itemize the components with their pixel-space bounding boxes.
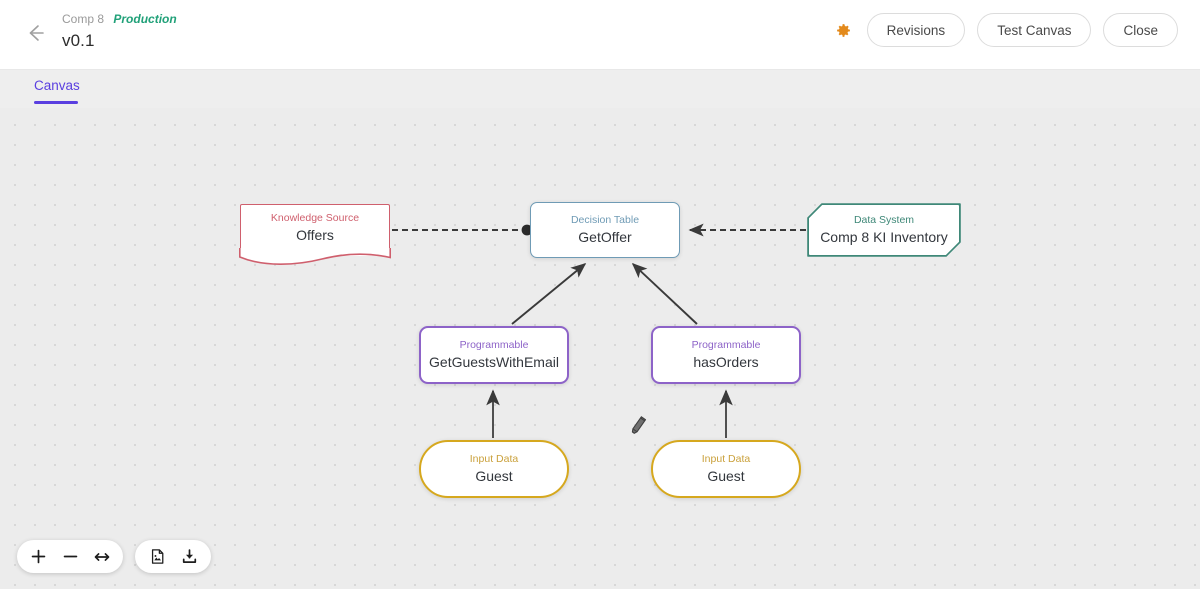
node-input-data-guest-b[interactable]: Input Data Guest	[651, 440, 801, 498]
page-title: v0.1	[62, 31, 95, 50]
node-input-data-guest-a[interactable]: Input Data Guest	[419, 440, 569, 498]
edge-endpoint-dot	[521, 224, 533, 236]
edge-programmable-a-to-decision	[511, 263, 587, 325]
node-name-label: Comp 8 KI Inventory	[820, 228, 948, 245]
node-programmable-getguestswithemail[interactable]: Programmable GetGuestsWithEmail	[419, 326, 569, 384]
app-header: Comp 8 Production v0.1 Revisions Test Ca…	[0, 0, 1200, 70]
header-actions: Revisions Test Canvas Close	[833, 13, 1178, 47]
node-data-system[interactable]: Data System Comp 8 KI Inventory	[808, 204, 960, 256]
breadcrumb-app: Comp 8	[62, 12, 105, 26]
node-decision-table[interactable]: Decision Table GetOffer	[530, 202, 680, 258]
tab-canvas[interactable]: Canvas	[34, 78, 80, 93]
node-kind-label: Knowledge Source	[270, 212, 360, 224]
flow-canvas[interactable]: Knowledge Source Offers Decision Table G…	[0, 108, 1200, 589]
node-name-label: GetOffer	[578, 228, 632, 245]
tab-strip: Canvas	[0, 70, 1200, 108]
node-name-label: Guest	[475, 467, 513, 484]
edge-programmable-b-to-decision	[631, 262, 698, 325]
breadcrumb: Comp 8 Production	[62, 11, 177, 27]
node-programmable-hasorders[interactable]: Programmable hasOrders	[651, 326, 801, 384]
node-kind-label: Programmable	[459, 338, 529, 351]
close-button[interactable]: Close	[1103, 13, 1178, 47]
node-name-label: Offers	[296, 227, 334, 243]
zoom-out-button[interactable]	[54, 540, 86, 573]
node-kind-label: Data System	[853, 213, 915, 226]
export-controls-group	[135, 540, 211, 573]
download-icon[interactable]	[173, 540, 205, 573]
revisions-button[interactable]: Revisions	[866, 13, 966, 47]
breadcrumb-environment: Production	[113, 12, 177, 26]
node-name-label: Guest	[707, 467, 745, 484]
node-kind-label: Input Data	[701, 452, 751, 465]
document-image-icon[interactable]	[141, 540, 173, 573]
fit-horizontal-icon[interactable]	[86, 540, 118, 573]
tab-active-indicator	[34, 101, 78, 104]
gear-icon[interactable]	[833, 19, 855, 41]
node-kind-label: Decision Table	[570, 213, 640, 226]
node-kind-label: Programmable	[691, 338, 761, 351]
node-name-label: GetGuestsWithEmail	[429, 353, 559, 370]
node-kind-label: Input Data	[469, 452, 519, 465]
canvas-toolbar	[17, 540, 211, 573]
edge-layer	[392, 223, 806, 438]
node-knowledge-source[interactable]: Knowledge Source Offers	[240, 204, 390, 256]
node-name-label: hasOrders	[693, 353, 759, 370]
back-arrow-icon[interactable]	[24, 22, 46, 44]
title-block: Comp 8 Production v0.1	[62, 11, 177, 51]
test-canvas-button[interactable]: Test Canvas	[977, 13, 1092, 47]
zoom-controls-group	[17, 540, 123, 573]
zoom-in-button[interactable]	[22, 540, 54, 573]
